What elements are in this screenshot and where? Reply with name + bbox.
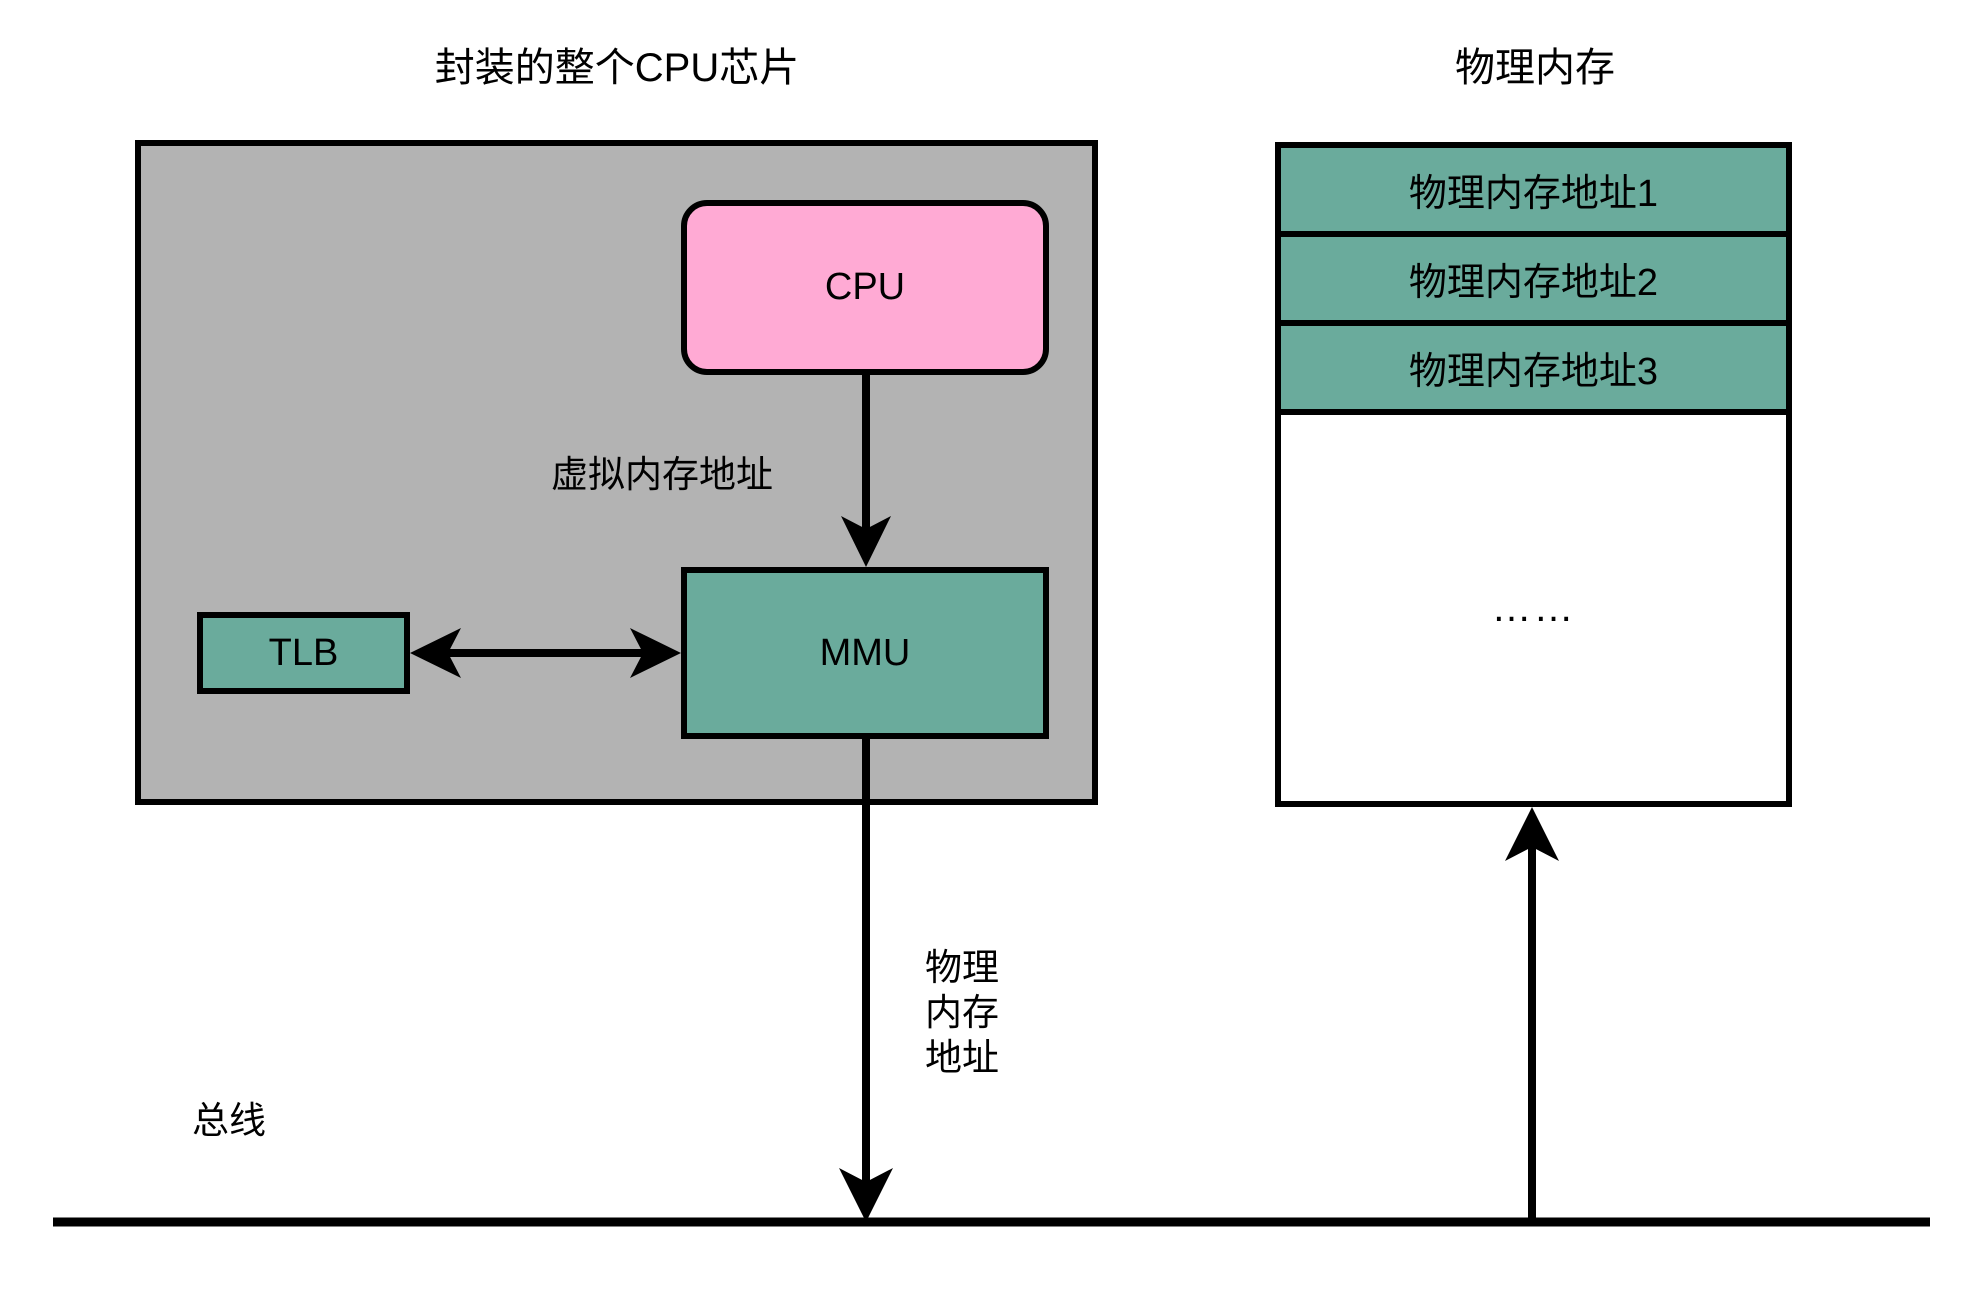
physical-address-edge-label: 物理 内存 地址 [925,945,999,1080]
memory-cell-label: 物理内存地址1 [1408,173,1659,215]
cpu-block-label: CPU [824,266,906,308]
bus-to-memory-arrow [1505,807,1559,1222]
bus-label: 总线 [192,1100,266,1141]
virtual-address-edge-label: 虚拟内存地址 [551,454,773,495]
physical-memory-title: 物理内存 [1455,46,1615,90]
tlb-block[interactable]: TLB [197,612,410,694]
physical-address-edge-label-line1: 物理 [925,947,999,988]
memory-cell[interactable]: 物理内存地址1 [1281,148,1786,237]
chip-package-title: 封装的整个CPU芯片 [434,46,800,90]
mmu-block-label: MMU [819,631,911,674]
memory-cell[interactable]: 物理内存地址2 [1281,237,1786,326]
memory-cell[interactable]: 物理内存地址3 [1281,326,1786,415]
memory-cell-label: 物理内存地址3 [1408,351,1659,393]
mmu-block[interactable]: MMU [681,567,1049,739]
physical-address-edge-label-line3: 地址 [925,1037,999,1079]
cpu-block[interactable]: CPU [681,200,1049,375]
memory-free-region: …… [1281,415,1786,801]
physical-address-edge-label-line2: 内存 [925,992,999,1034]
memory-cell-label: 物理内存地址2 [1408,262,1659,304]
mmu-to-bus-arrow [839,739,893,1222]
physical-memory-stack: 物理内存地址1 物理内存地址2 物理内存地址3 …… [1275,142,1792,807]
tlb-block-label: TLB [268,631,339,674]
memory-ellipsis-label: …… [1491,585,1576,630]
